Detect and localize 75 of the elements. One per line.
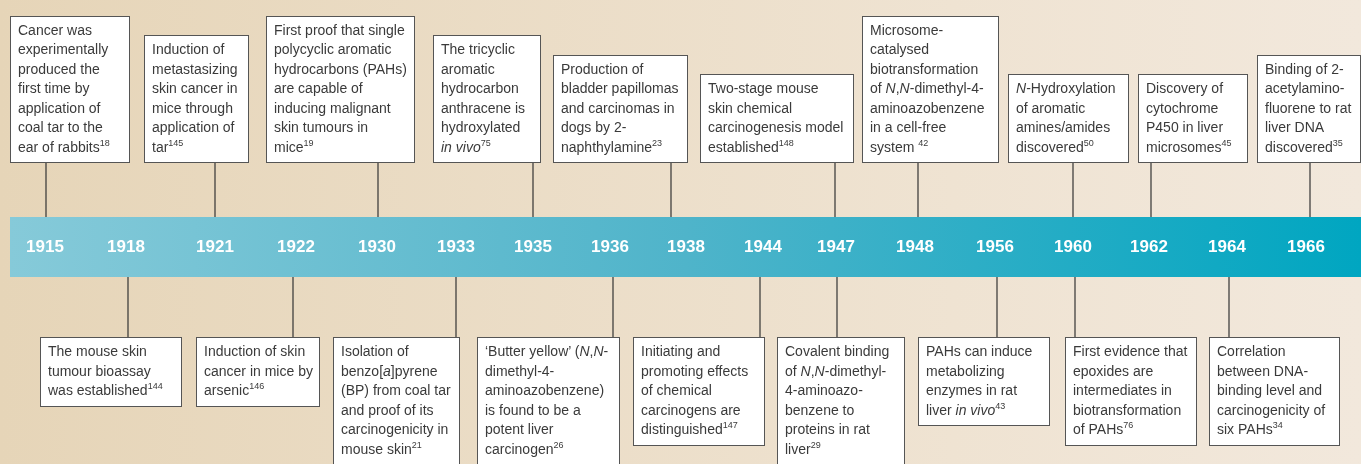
event-text: The tricyclic aromatic hydrocarbon anthracene is hydroxylated in vivo$^{75}$ [441, 40, 527, 157]
leader-line [532, 162, 534, 218]
year-label: 1960 [1036, 217, 1110, 277]
event-box [700, 74, 854, 163]
leader-line [996, 276, 998, 338]
leader-line [612, 276, 614, 338]
event-text: N-Hydroxylation of aromatic amines/amides discovered$^{50}$ [1016, 79, 1117, 157]
year-label: 1936 [573, 217, 647, 277]
year-label: 1938 [649, 217, 723, 277]
event-text: Discovery of cytochrome P450 in liver microsomes$^{45}$ [1146, 79, 1233, 157]
event-text: Two-stage mouse skin chemical carcinogenesis model established$^{148}$ [708, 79, 845, 157]
leader-line [670, 162, 672, 218]
event-box [266, 15, 415, 163]
event-text: Isolation of benzo[a]pyrene (BP) from coal tar and proof of its carcinogenicity in mouse skin$^{21}$ [341, 342, 452, 459]
event-text: PAHs can induce metabolizing enzymes in rat liver in vivo$^{43}$ [926, 342, 1034, 420]
year-label: 1956 [958, 217, 1032, 277]
event-box [196, 337, 320, 407]
event-box [477, 337, 620, 464]
leader-line [455, 276, 457, 338]
event-text: Cancer was experimentally produced the first time by application of coal tar to the ear of rabbits$^{18}$ [18, 20, 111, 157]
leader-line [1309, 162, 1311, 218]
year-label: 1922 [259, 217, 333, 277]
leader-line [1074, 276, 1076, 338]
event-box [1138, 74, 1248, 163]
year-label: 1962 [1112, 217, 1186, 277]
event-text: Covalent binding of N,N-dimethyl-4-aminoazo-benzene to proteins in rat liver$^{29}$ [785, 342, 891, 459]
year-label: 1935 [496, 217, 570, 277]
year-label: 1918 [89, 217, 163, 277]
event-box [1209, 337, 1340, 446]
leader-line [292, 276, 294, 338]
leader-line [834, 162, 836, 218]
leader-line [214, 162, 216, 218]
event-text: First proof that single polycyclic aromatic hydrocarbons (PAHs) are capable of inducing malignant skin tumours in mice$^{19}$ [274, 20, 408, 157]
event-text: Correlation between DNA-binding level and carcinogenicity of six PAHs$^{34}$ [1217, 342, 1327, 439]
year-label: 1964 [1190, 217, 1264, 277]
event-text: Induction of skin cancer in mice by arsenic$^{146}$ [204, 342, 313, 400]
year-label: 1944 [726, 217, 800, 277]
year-label: 1933 [419, 217, 493, 277]
event-text: ‘Butter yellow’ (N,N-dimethyl-4-aminoazobenzene) is found to be a potent liver carcinogen$^{26}$ [485, 342, 610, 459]
event-text: Microsome-catalysed biotransformation of N,N-dimethyl-4-aminoazobenzene in a cell-free system $^{42}$ [870, 20, 986, 157]
leader-line [1228, 276, 1230, 338]
event-text: Induction of metastasizing skin cancer in mice through application of tar$^{145}$ [152, 40, 239, 157]
leader-line [45, 162, 47, 218]
event-box [40, 337, 182, 407]
event-box [1065, 337, 1197, 446]
year-label: 1921 [178, 217, 252, 277]
leader-line [377, 162, 379, 218]
event-box [1008, 74, 1129, 163]
year-label: 1930 [340, 217, 414, 277]
event-text: Binding of 2-acetylamino-fluorene to rat liver DNA discovered$^{35}$ [1265, 59, 1353, 157]
event-text: First evidence that epoxides are intermediates in biotransformation of PAHs$^{76}$ [1073, 342, 1189, 439]
year-label: 1966 [1269, 217, 1343, 277]
event-box [862, 15, 999, 163]
event-box [777, 337, 905, 464]
event-box [918, 337, 1050, 426]
year-label: 1915 [8, 217, 82, 277]
event-box [10, 15, 130, 163]
year-label: 1948 [878, 217, 952, 277]
event-text: Production of bladder papillomas and carcinomas in dogs by 2-naphthylamine$^{23}$ [561, 59, 680, 157]
event-box [333, 337, 460, 464]
event-box [433, 35, 541, 163]
event-text: The mouse skin tumour bioassay was established$^{144}$ [48, 342, 164, 400]
leader-line [1072, 162, 1074, 218]
leader-line [759, 276, 761, 338]
leader-line [836, 276, 838, 338]
timeline-bar [10, 217, 1361, 277]
event-box [633, 337, 765, 446]
event-box [144, 35, 249, 163]
event-text: Initiating and promoting effects of chemical carcinogens are distinguished$^{147}$ [641, 342, 750, 439]
event-box [553, 54, 688, 163]
leader-line [1150, 162, 1152, 218]
event-box [1257, 54, 1361, 163]
year-label: 1947 [799, 217, 873, 277]
leader-line [917, 162, 919, 218]
leader-line [127, 276, 129, 338]
